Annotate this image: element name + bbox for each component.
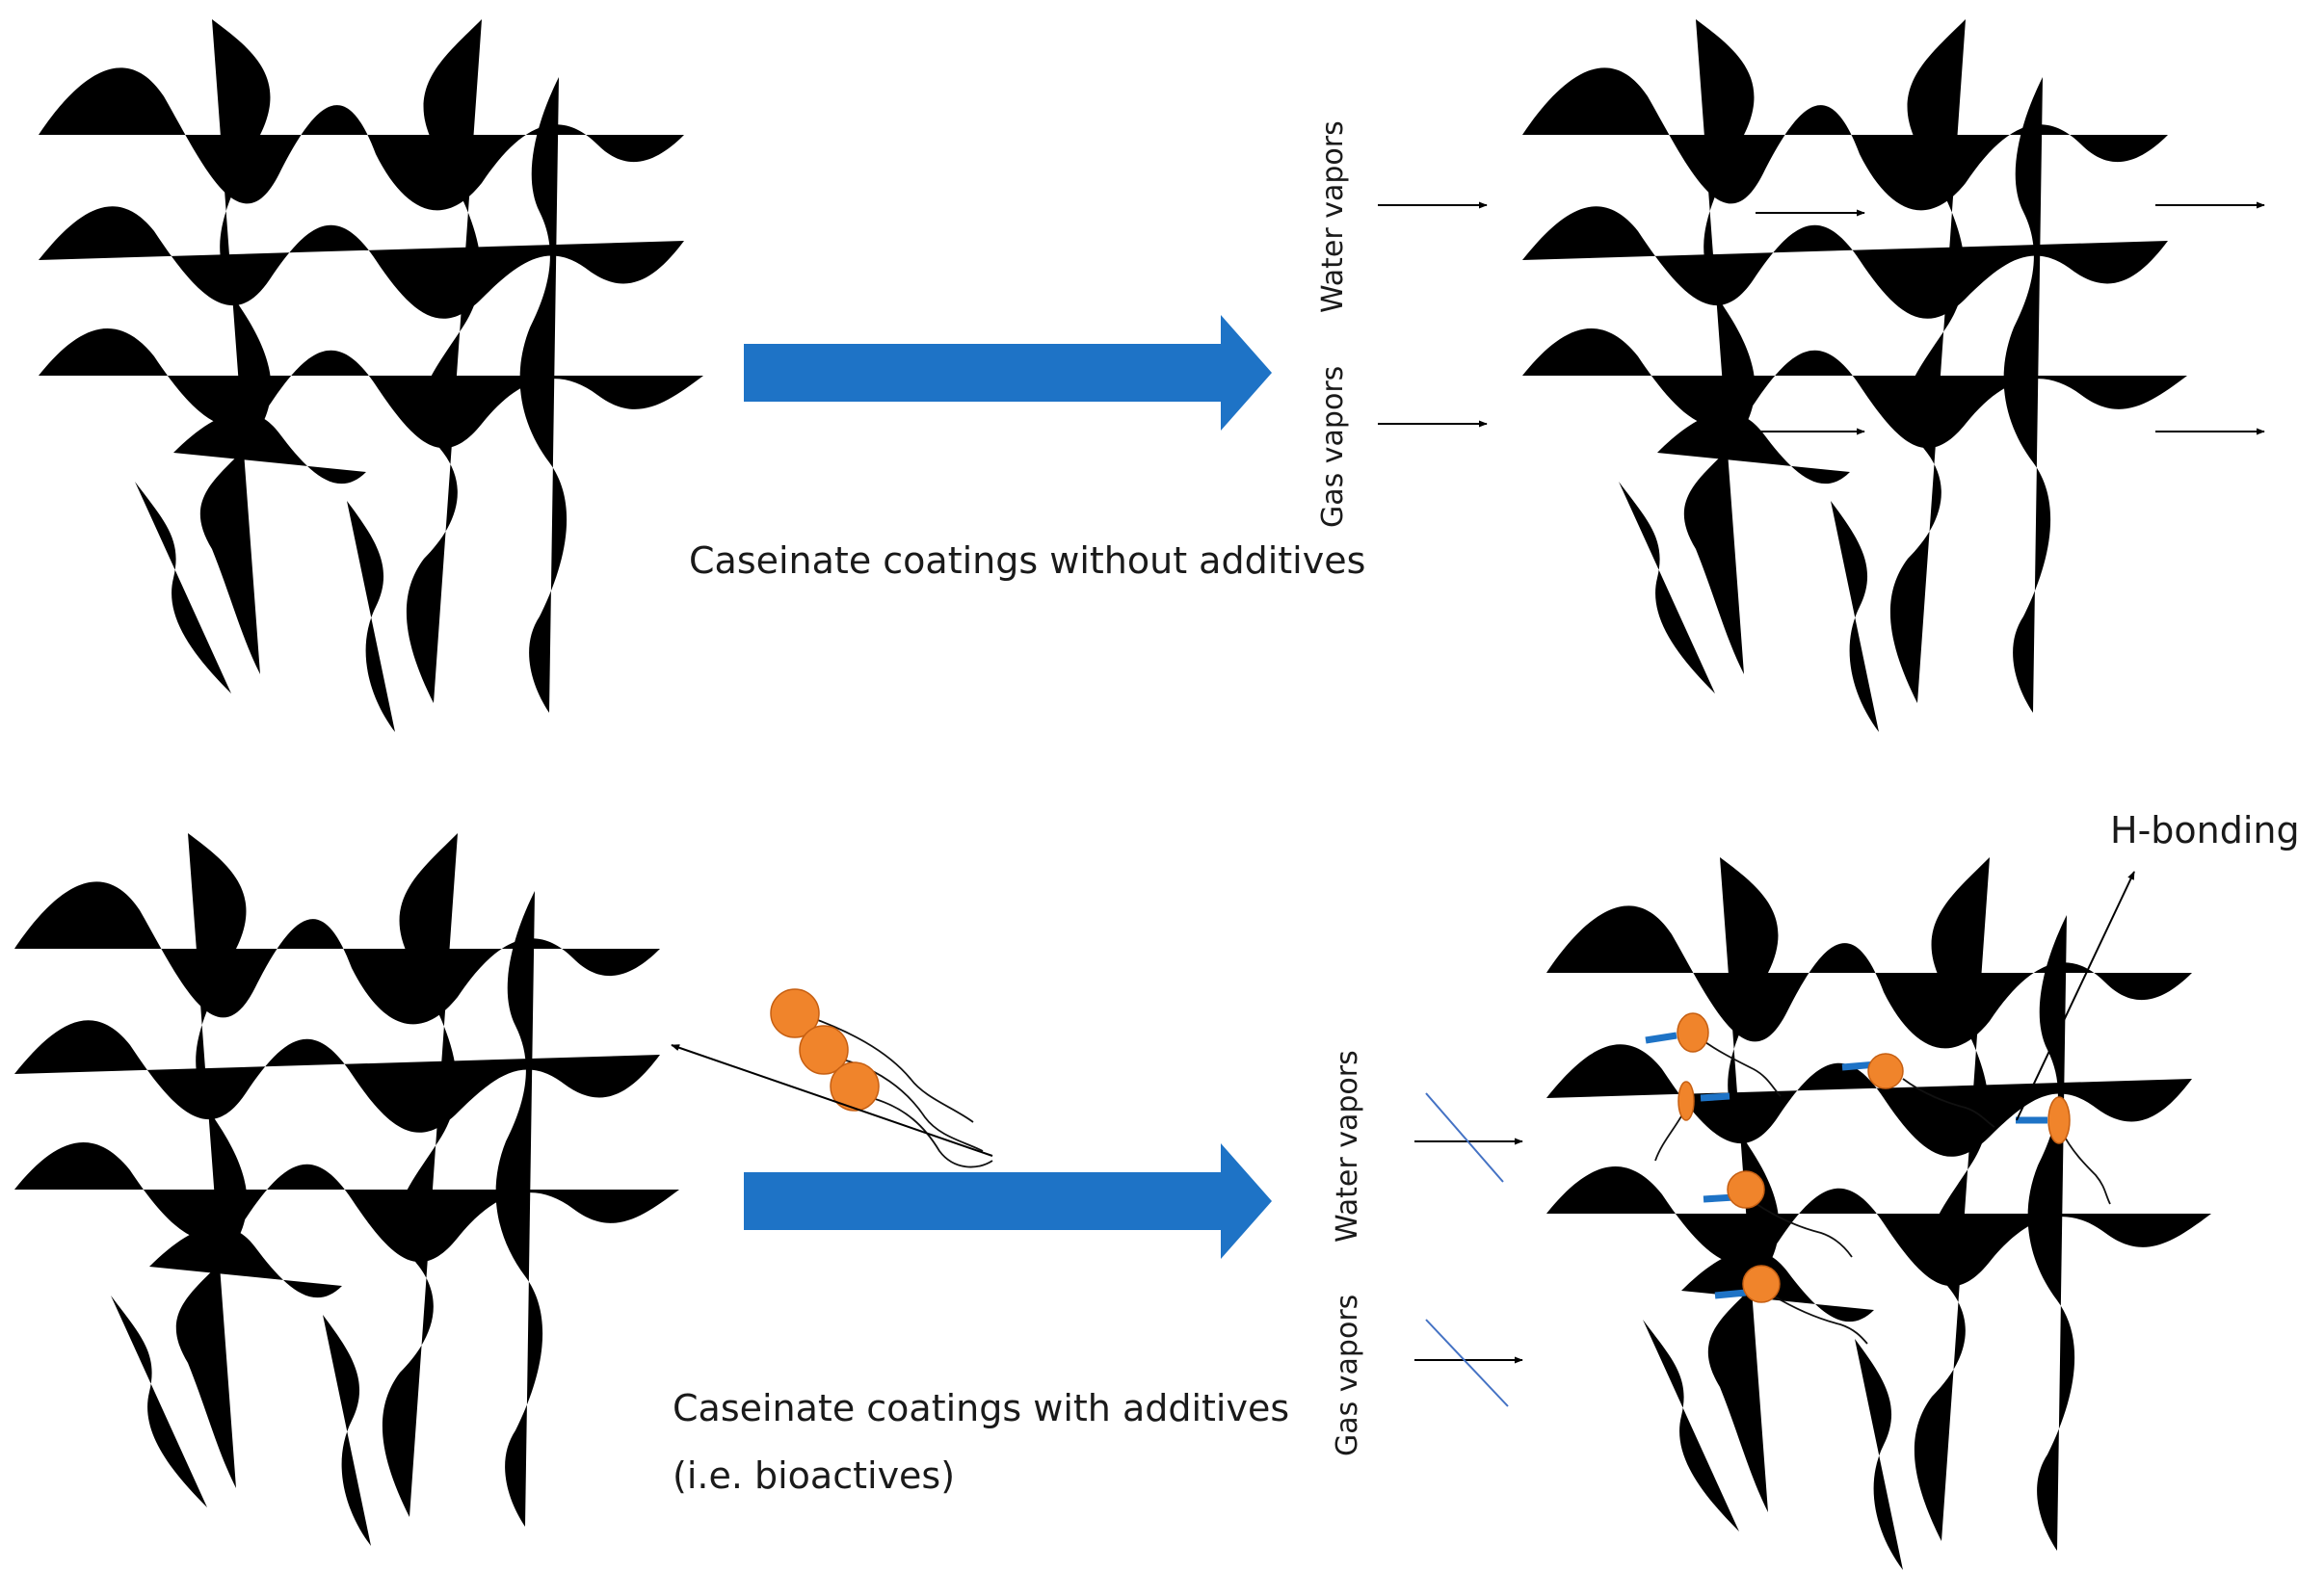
- hbond-bar: [1714, 1289, 1747, 1299]
- bottom-right-network: [1546, 857, 2211, 1570]
- bottom-caption-line2: (i.e. bioactives): [673, 1454, 955, 1497]
- additive-molecule: [1677, 1081, 1695, 1121]
- additive-molecule: [799, 1025, 849, 1075]
- bound-additives: [1645, 1012, 2111, 1345]
- bottom-process-arrow: [744, 1143, 1272, 1259]
- top-caption: Caseinate coatings without additives: [689, 539, 1365, 582]
- additive-molecule: [1867, 1053, 1904, 1089]
- top-gas-vapors-label: Gas vapors: [1316, 366, 1350, 528]
- hbonding-pointer-arrow: [2016, 871, 2135, 1121]
- bottom-gas-vapors-label: Gas vapors: [1331, 1295, 1364, 1456]
- bottom-left-network: [14, 833, 679, 1546]
- hbond-bar: [1700, 1092, 1730, 1102]
- additive-molecule: [1727, 1170, 1765, 1209]
- additive-molecule: [830, 1061, 880, 1112]
- hbond-bar: [1645, 1032, 1677, 1044]
- top-process-arrow: [744, 315, 1272, 431]
- additive-molecule: [2047, 1096, 2071, 1144]
- bottom-water-vapors-label: Water vapors: [1331, 1050, 1364, 1243]
- additive-insertion-arrow: [671, 1044, 993, 1157]
- additive-molecule: [770, 988, 820, 1038]
- top-right-network: [1522, 19, 2187, 732]
- water-block-mark: [1425, 1092, 1504, 1183]
- bottom-caption-line1: Caseinate coatings with additives: [673, 1387, 1289, 1429]
- gas-block-mark: [1425, 1319, 1509, 1407]
- additive-molecule: [1677, 1012, 1709, 1053]
- incoming-additives: [671, 988, 993, 1168]
- top-left-network: [39, 19, 703, 732]
- additive-molecule: [1742, 1265, 1781, 1303]
- top-water-vapors-label: Water vapors: [1316, 120, 1350, 313]
- hbonding-label: H-bonding: [2110, 809, 2300, 851]
